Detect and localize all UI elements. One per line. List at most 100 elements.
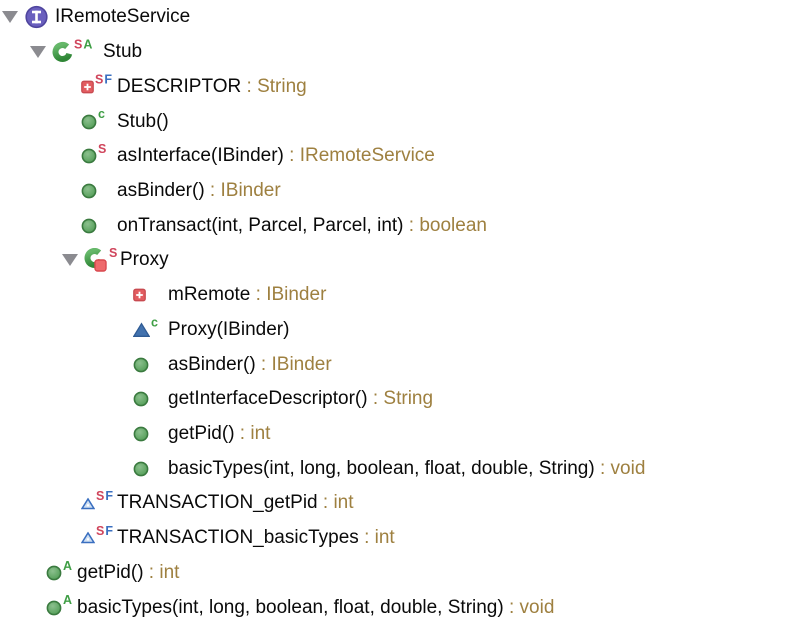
row-label-group: asInterface(IBinder) : IRemoteService — [117, 145, 435, 167]
row-label-group: asBinder() : IBinder — [117, 180, 281, 202]
member-type: : void — [503, 596, 555, 618]
member-name: basicTypes(int, long, boolean, float, do… — [77, 596, 504, 618]
member-name: TRANSACTION_getPid — [117, 492, 318, 514]
tree-row[interactable]: onTransact(int, Parcel, Parcel, int) : b… — [0, 208, 787, 243]
expander-chevron-down-icon[interactable] — [62, 254, 78, 267]
static-badge: S — [96, 489, 105, 504]
method-icon — [81, 218, 97, 234]
tree-row[interactable]: c Stub() — [0, 104, 787, 139]
tree-row[interactable]: mRemote : IBinder — [0, 278, 787, 313]
member-name: Stub() — [117, 110, 169, 132]
row-label-group: mRemote : IBinder — [168, 284, 326, 306]
row-label-group: Proxy — [120, 249, 169, 271]
constant-field-icon — [81, 532, 95, 544]
member-name: Proxy(IBinder) — [168, 318, 290, 340]
member-type: : int — [234, 422, 271, 444]
member-type: : int — [143, 561, 180, 583]
tree-row[interactable]: getPid() : int — [0, 417, 787, 452]
tree-row[interactable]: c Proxy(IBinder) — [0, 312, 787, 347]
constructor-badge: c — [98, 107, 105, 122]
expander-chevron-down-icon[interactable] — [2, 11, 18, 24]
row-icon-group — [133, 357, 149, 373]
final-badge: F — [105, 489, 113, 504]
row-icon-group: A — [46, 560, 72, 581]
row-label-group: TRANSACTION_basicTypes : int — [117, 527, 395, 549]
member-type: : int — [317, 492, 354, 514]
row-icon-group — [133, 288, 146, 302]
method-icon — [133, 426, 149, 442]
row-label-group: basicTypes(int, long, boolean, float, do… — [168, 458, 645, 480]
row-icon-group: c — [81, 108, 105, 130]
tree-row[interactable]: getInterfaceDescriptor() : String — [0, 382, 787, 417]
member-name: basicTypes(int, long, boolean, float, do… — [168, 457, 595, 479]
row-icon-group: S — [81, 143, 106, 164]
tree-row[interactable]: basicTypes(int, long, boolean, float, do… — [0, 451, 787, 486]
method-icon — [81, 114, 97, 130]
member-name: mRemote — [168, 284, 251, 306]
row-label-group: getPid() : int — [168, 423, 270, 445]
member-name: TRANSACTION_basicTypes — [117, 527, 359, 549]
method-icon — [133, 357, 149, 373]
method-icon — [46, 600, 62, 616]
member-type: : boolean — [403, 214, 487, 236]
row-icon-group — [25, 6, 48, 29]
row-label-group: asBinder() : IBinder — [168, 354, 332, 376]
field-icon — [133, 288, 146, 302]
method-icon — [133, 391, 149, 407]
final-badge: F — [105, 523, 113, 538]
row-label-group: getInterfaceDescriptor() : String — [168, 388, 433, 410]
row-icon-group — [133, 426, 149, 442]
static-badge: S — [74, 37, 83, 52]
interface-icon — [25, 6, 48, 29]
row-icon-group: S — [84, 246, 118, 273]
member-name: getPid() — [77, 561, 144, 583]
abstract-badge: A — [63, 558, 73, 573]
constant-field-icon — [81, 497, 95, 509]
tree-row[interactable]: asBinder() : IBinder — [0, 347, 787, 382]
member-name: getPid() — [168, 422, 235, 444]
abstract-badge: A — [83, 37, 93, 52]
row-icon-group: c — [133, 317, 158, 337]
tree-row[interactable]: IRemoteService — [0, 0, 787, 35]
static-badge: S — [98, 141, 107, 156]
expander-chevron-down-icon[interactable] — [30, 46, 46, 59]
row-label-group: TRANSACTION_getPid : int — [117, 492, 354, 514]
member-type: : int — [358, 527, 395, 549]
member-type: : void — [594, 457, 646, 479]
static-badge: S — [109, 246, 118, 261]
abstract-badge: A — [63, 593, 73, 608]
row-label-group: Stub — [103, 41, 142, 63]
member-type: : IBinder — [250, 284, 327, 306]
member-name: DESCRIPTOR — [117, 75, 242, 97]
row-label-group: basicTypes(int, long, boolean, float, do… — [77, 597, 554, 619]
final-badge: F — [104, 72, 112, 87]
member-name: asBinder() — [168, 353, 256, 375]
row-label-group: DESCRIPTOR : String — [117, 76, 307, 98]
row-label-group: Stub() — [117, 111, 169, 133]
member-type: : String — [241, 75, 307, 97]
method-icon — [133, 461, 149, 477]
member-name: asBinder() — [117, 179, 205, 201]
row-icon-group — [81, 218, 97, 234]
tree-row[interactable]: asBinder() : IBinder — [0, 174, 787, 209]
static-badge: S — [96, 523, 105, 538]
method-icon — [46, 565, 62, 581]
member-name: getInterfaceDescriptor() — [168, 388, 368, 410]
member-name: Proxy — [120, 249, 169, 271]
member-type: : String — [367, 388, 434, 410]
constructor-badge: c — [151, 315, 158, 330]
row-label-group: getPid() : int — [77, 562, 179, 584]
